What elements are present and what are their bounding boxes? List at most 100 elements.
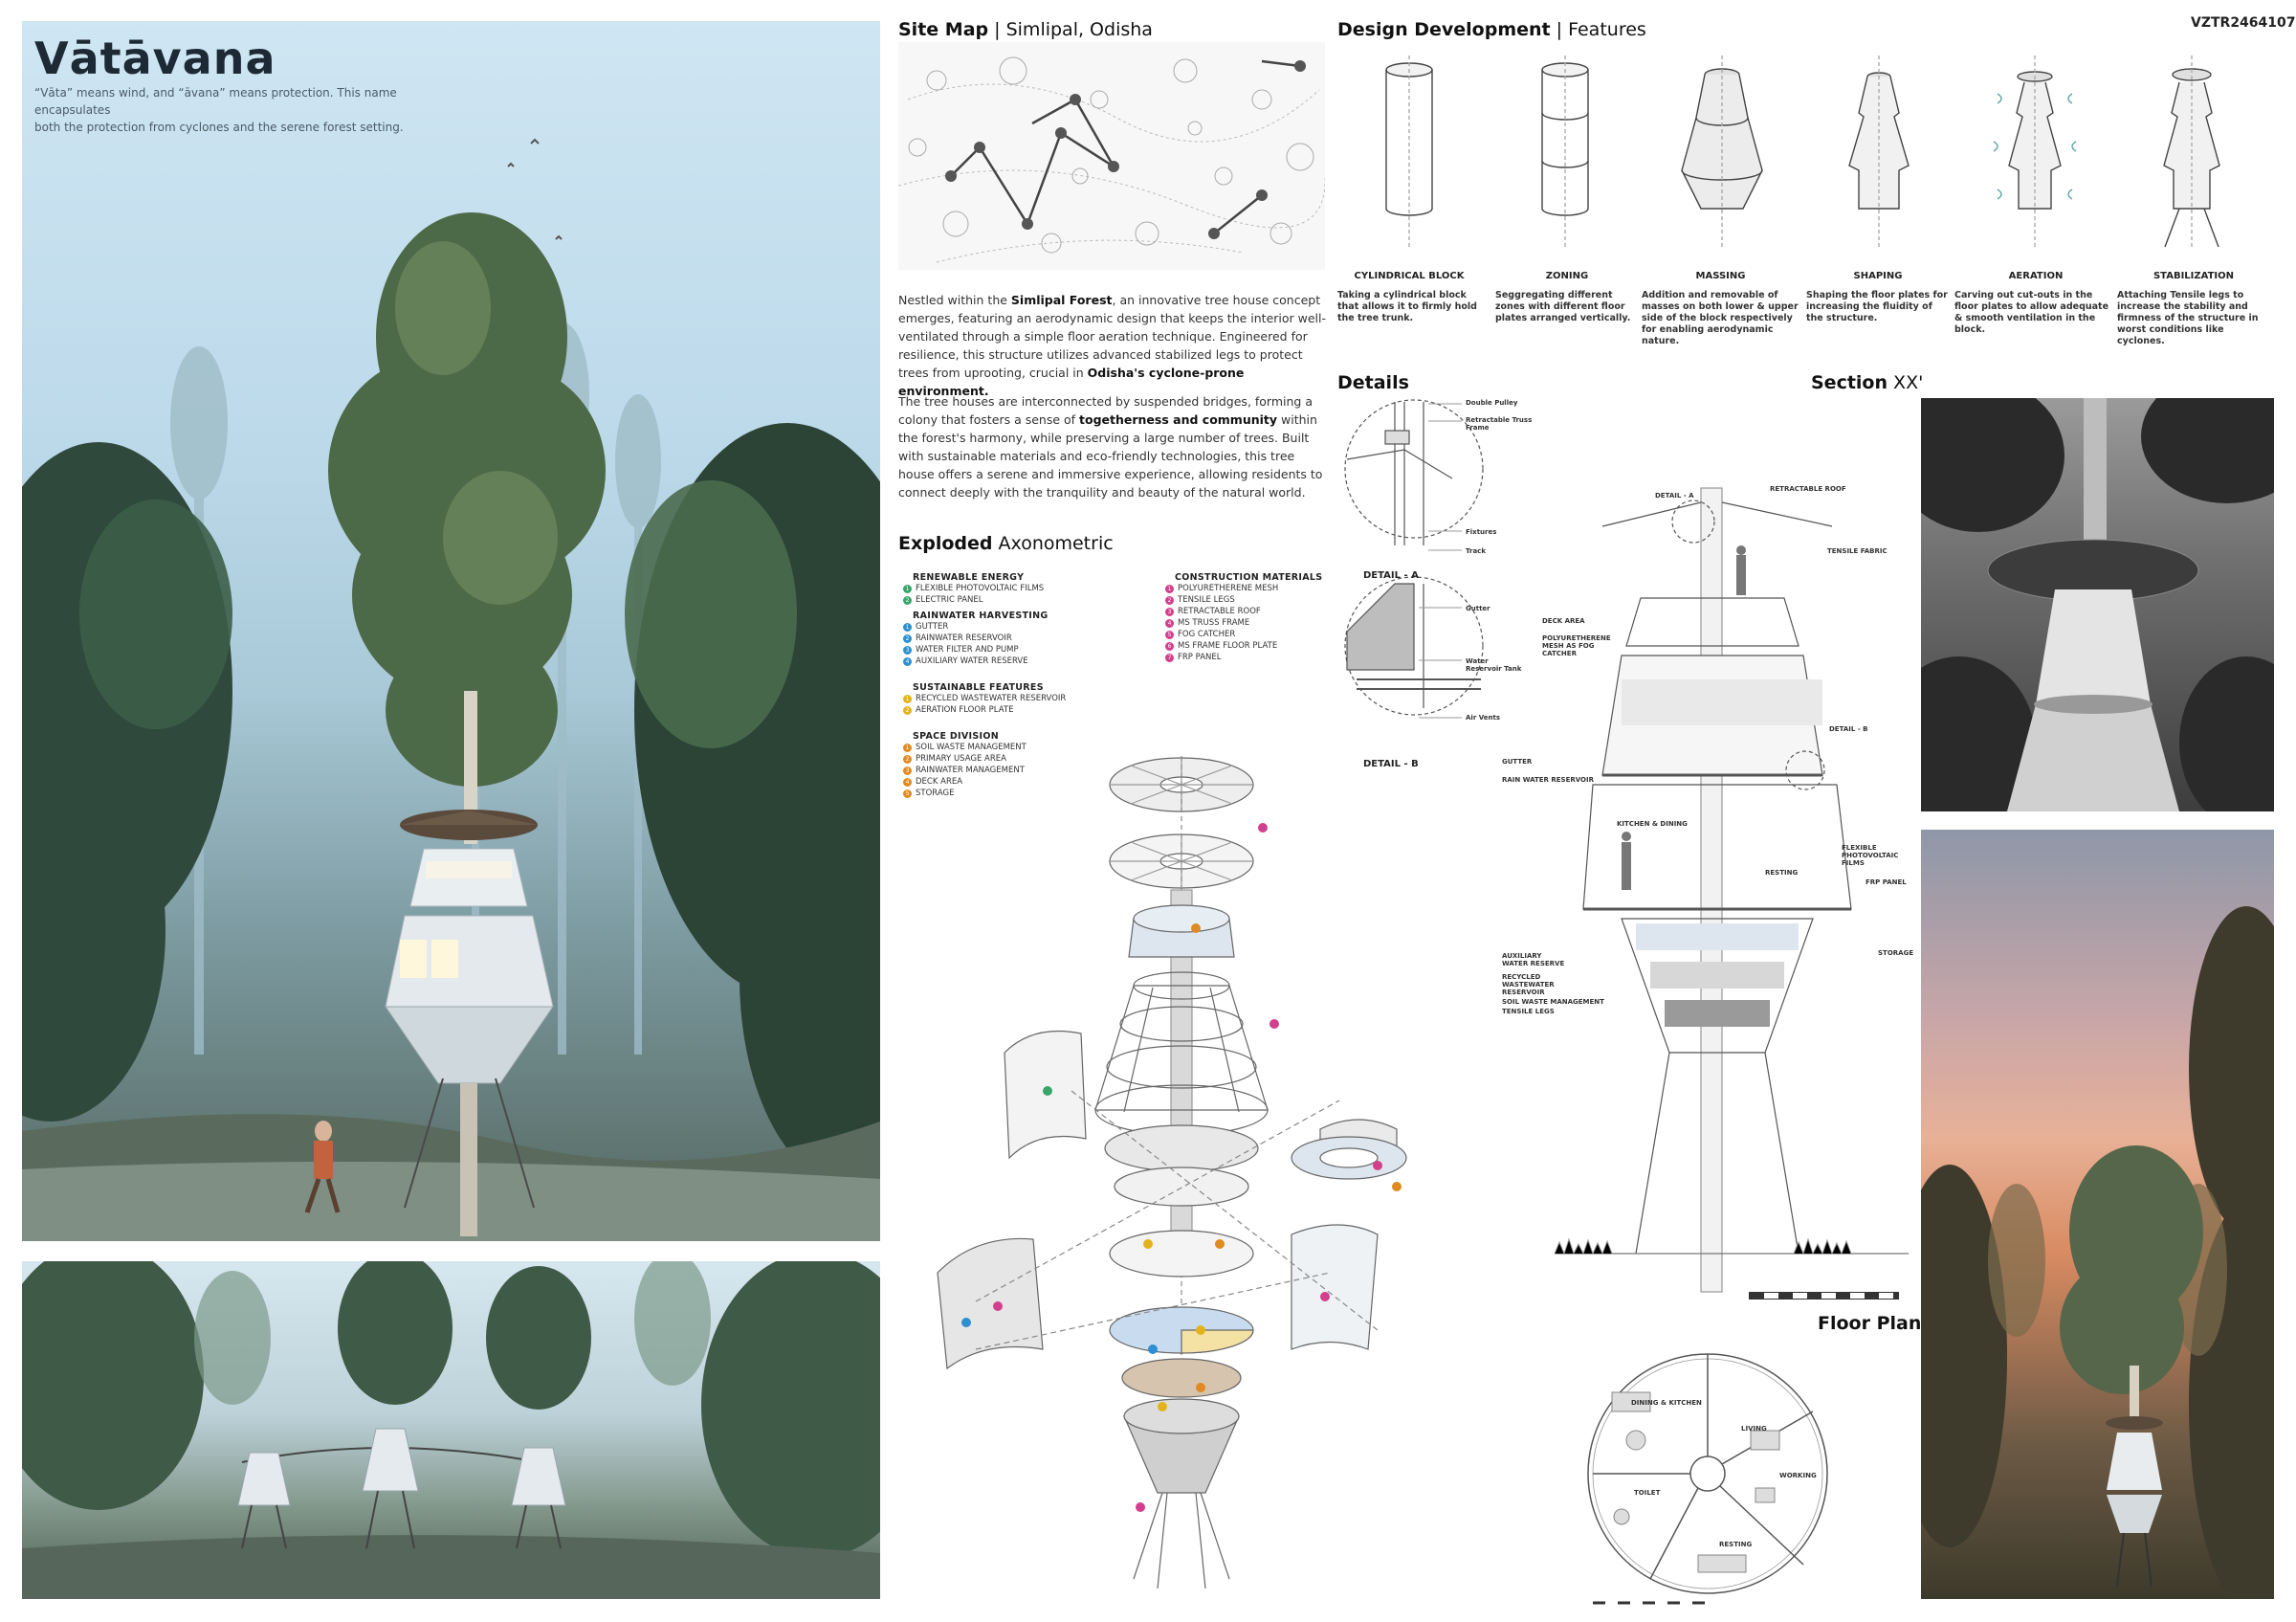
section-label: POLYURETHERENE MESH AS FOG CATCHER [1542,634,1611,657]
colony-illustration [22,1261,880,1599]
section-label: DECK AREA [1542,617,1585,625]
subtitle-line-2: both the protection from cyclones and th… [34,121,404,134]
detail-b-label: Gutter [1466,605,1490,612]
legend-group-title: RENEWABLE ENERGY [913,572,1025,583]
sunset-illustration [1921,906,2274,1599]
legend-group-title: CONSTRUCTION MATERIALS [1175,572,1323,583]
stage-label: CYLINDRICAL BLOCK [1354,271,1465,281]
detail-b-label: Air Vents [1466,714,1500,722]
description-paragraph-1: Nestled within the Simlipal Forest, an i… [898,293,1327,398]
detail-a-label: Double Pulley [1466,399,1518,407]
site-map [897,42,1326,270]
site-map-diagram [897,56,1326,263]
design-dev-diagrams [1337,56,2275,276]
stage-label: ZONING [1545,271,1589,281]
details-heading: Details [1337,372,1409,393]
detail-a-label: Retractable Truss Frame [1466,416,1533,432]
detail-a-caption: DETAIL - A [1363,570,1419,581]
stage-desc: Attaching Tensile legs to increase the s… [2117,290,2259,346]
floor-plan-diagram [1587,1353,1828,1605]
design-dev-stages: CYLINDRICAL BLOCK Taking a cylindrical b… [1337,271,2275,347]
stage-desc: Taking a cylindrical block that allows i… [1337,290,1477,323]
project-code: VZTR24641071 [2191,15,2296,31]
stage-label: STABILIZATION [2152,271,2235,281]
section-label: RETRACTABLE ROOF [1770,485,1846,493]
legend-group-title: SUSTAINABLE FEATURES [913,682,1044,693]
section-label: FRP PANEL [1866,878,1907,886]
stage-label: MASSING [1695,271,1746,281]
stage-desc: Carving out cut-outs in the floor plates… [1954,290,2109,335]
hero-render [22,21,880,1241]
section-label: RESTING [1765,869,1799,877]
detail-b-caption: DETAIL - B [1363,759,1419,769]
colony-render [22,1261,880,1599]
subtitle-line-1: “Vāta” means wind, and “āvana” means pro… [34,86,397,117]
site-map-heading: Site Map | Simlipal, Odisha [898,19,1153,40]
section-label: SOIL WASTE MANAGEMENT [1502,998,1604,1006]
stage-label: SHAPING [1853,271,1903,281]
section-label: DETAIL - B [1829,725,1868,733]
floor-plan-drawing [1583,1335,1899,1612]
section-label: RAIN WATER RESERVOIR [1502,776,1594,784]
detail-a-label: Fixtures [1466,528,1497,536]
legend-group-title: SPACE DIVISION [913,731,999,742]
detail-a-label: Track [1466,547,1486,555]
stage-desc: Seggregating different zones with differ… [1495,290,1631,323]
room-label: RESTING [1719,1541,1753,1548]
section-label: KITCHEN & DINING [1617,820,1688,828]
exploded-axonometric-drawing [918,737,1454,1617]
exploded-heading: Exploded Axonometric [898,533,1114,554]
section-label: TENSILE LEGS [1502,1008,1555,1015]
section-drawing [1554,392,1909,1311]
section-label: GUTTER [1502,758,1533,766]
sunset-render [1921,830,2274,1599]
details-diagram [1344,399,1484,719]
section-label: TENSILE FABRIC [1827,547,1888,555]
section-label: RECYCLED WASTEWATER RESERVOIR [1502,973,1555,996]
section-label: STORAGE [1878,949,1914,957]
section-heading: Section XX' [1811,372,1924,393]
detail-b-label: Water Reservoir Tank [1466,657,1522,673]
room-label: LIVING [1741,1425,1767,1433]
section-diagram [1554,487,1909,1293]
details-drawing [1337,392,1538,775]
stage-desc: Shaping the floor plates for increasing … [1806,290,1948,323]
hero-illustration [22,138,880,1241]
design-dev-heading: Design Development | Features [1337,19,1646,40]
legend-group-title: RAINWATER HARVESTING [913,611,1049,621]
floor-plan-heading: Floor Plan [1818,1313,1922,1334]
stage-label: AERATION [2008,271,2064,281]
stage-desc: Addition and removable of masses on both… [1642,290,1799,346]
section-label: DETAIL - A [1655,492,1694,500]
section-label: AUXILIARY WATER RESERVE [1502,952,1565,967]
section-scale-bar [1749,1292,1899,1300]
room-label: DINING & KITCHEN [1631,1399,1702,1407]
exploded-diagram [937,756,1407,1589]
section-label: FLEXIBLE PHOTOVOLTAIC FILMS [1842,844,1899,867]
room-label: TOILET [1634,1489,1661,1497]
description-paragraph-2: The tree houses are interconnected by su… [898,394,1323,500]
closeup-render [1921,398,2274,811]
project-subtitle: “Vāta” means wind, and “āvana” means pro… [34,84,436,136]
